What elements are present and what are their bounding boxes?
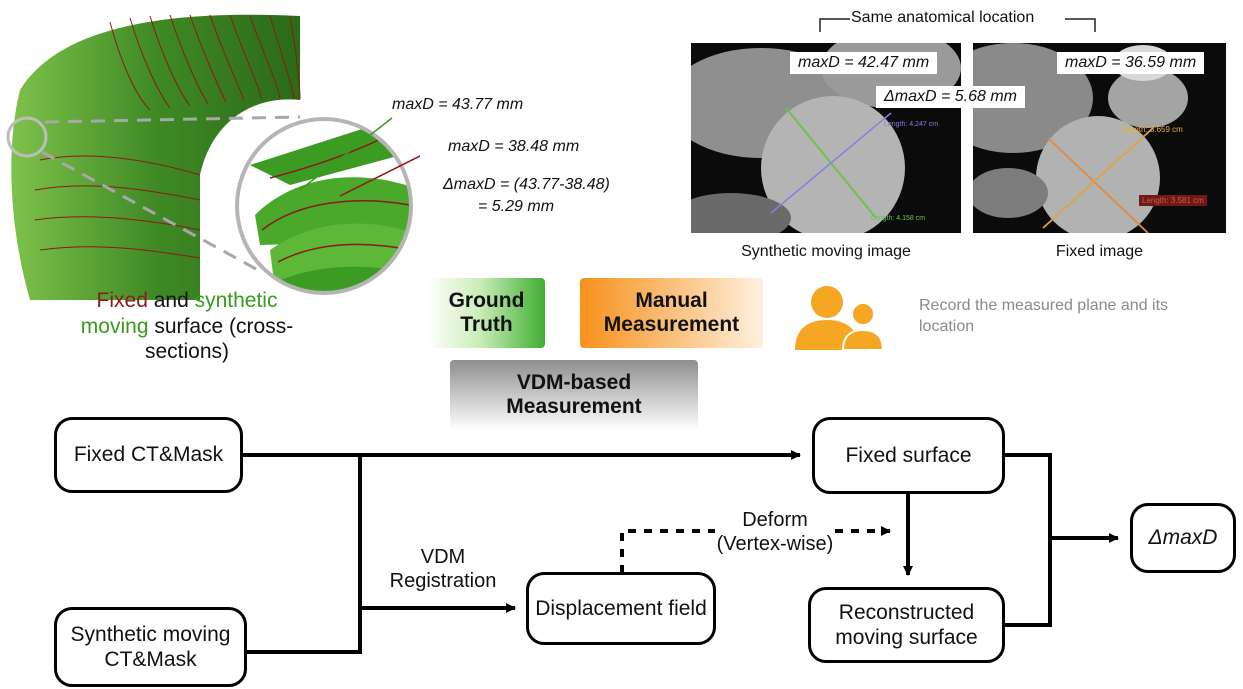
synthetic-ct-mask-node: Synthetic moving CT&Mask xyxy=(54,607,247,687)
caption-moving: moving xyxy=(80,314,149,338)
ct-delta-maxd-tag: ΔmaxD = 5.68 mm xyxy=(876,86,1025,108)
reconstructed-surface-node: Reconstructed moving surface xyxy=(808,587,1005,663)
fixed-surface-node: Fixed surface xyxy=(812,417,1005,494)
length-label-red: Length: 3.581 cm xyxy=(1139,195,1207,206)
delta-maxd-annotation-line2: = 5.29 mm xyxy=(478,198,555,215)
length-label-green: Length: 4.158 cm xyxy=(871,215,926,222)
surface-caption: Fixed and synthetic moving surface (cros… xyxy=(62,288,312,365)
ground-truth-badge: Ground Truth xyxy=(428,278,545,348)
record-note: Record the measured plane and its locati… xyxy=(919,297,1169,335)
vdm-registration-label: VDM Registration xyxy=(389,546,497,592)
caption-fixed: Fixed xyxy=(96,289,148,312)
caption-rest: surface (cross-sections) xyxy=(144,314,294,364)
maxd-green-annotation: maxD = 43.77 mm xyxy=(392,96,524,113)
length-label-yellow: Length: 3.659 cm xyxy=(1121,125,1183,134)
aorta-surface xyxy=(11,14,300,300)
caption-and: and xyxy=(147,289,195,312)
magnifier-lens xyxy=(235,117,413,295)
synthetic-ct-scan xyxy=(691,43,961,233)
manual-measurement-badge: Manual Measurement xyxy=(580,278,763,348)
surface-figure xyxy=(6,14,420,300)
zoom-selection xyxy=(6,116,48,158)
delta-maxd-node: ΔmaxD xyxy=(1130,503,1236,573)
fixed-ct-mask-node: Fixed CT&Mask xyxy=(54,417,243,493)
caption-synthetic: synthetic xyxy=(194,289,278,312)
cross-section-rims xyxy=(34,14,301,259)
maxd-red-annotation: maxD = 38.48 mm xyxy=(448,138,580,155)
fixed-ct-image: Length: 3.659 cm Length: 3.581 cm xyxy=(973,43,1226,233)
length-label-purple: Length: 4.247 cm xyxy=(884,121,939,128)
synthetic-image-caption: Synthetic moving image xyxy=(741,243,911,260)
vdm-measurement-badge: VDM-based Measurement xyxy=(450,360,698,430)
people-icon xyxy=(795,286,885,351)
same-location-bracket xyxy=(819,18,1096,32)
deform-label: Deform (Vertex-wise) xyxy=(716,509,834,555)
same-location-label: Same anatomical location xyxy=(851,9,1035,26)
displacement-field-node: Displacement field xyxy=(526,572,716,645)
delta-maxd-annotation-line1: ΔmaxD = (43.77-38.48) xyxy=(443,176,610,193)
synthetic-moving-ct-image: Length: 4.247 cm Length: 4.158 cm xyxy=(691,43,961,233)
fixed-image-caption: Fixed image xyxy=(1055,243,1144,260)
fixed-maxd-tag: maxD = 36.59 mm xyxy=(1057,52,1205,74)
synthetic-maxd-tag: maxD = 42.47 mm xyxy=(790,52,938,74)
